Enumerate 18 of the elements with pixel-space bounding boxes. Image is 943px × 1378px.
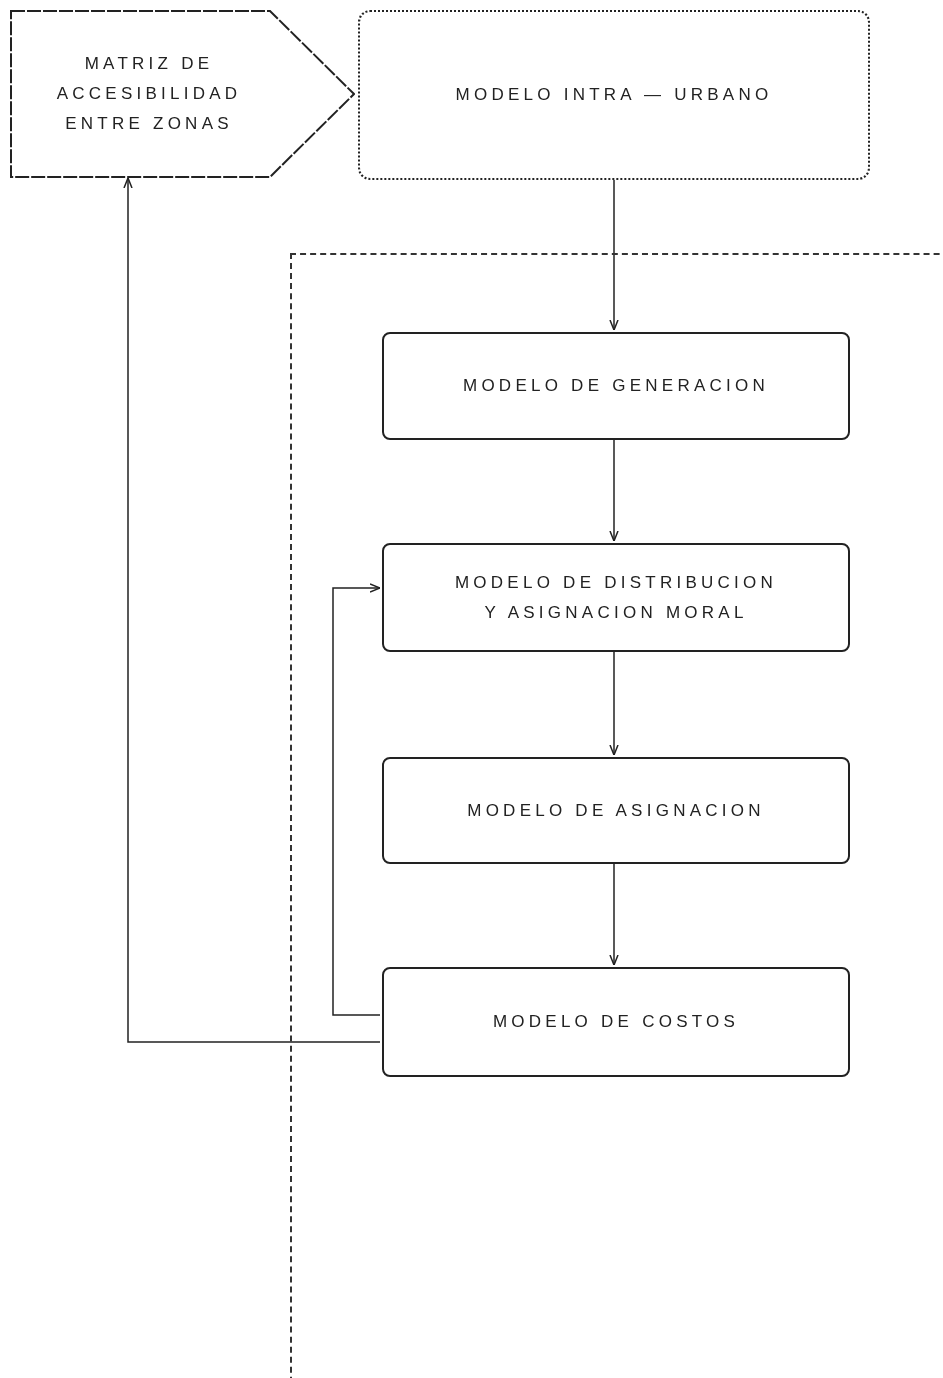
arrow xyxy=(609,437,619,542)
arrow xyxy=(609,861,619,966)
process-box xyxy=(382,757,850,864)
box-label: MODELO INTRA — URBANO xyxy=(454,84,774,107)
box-label: MODELO DE COSTOS xyxy=(491,1011,741,1034)
process-box xyxy=(382,332,850,440)
box-label: MODELO DE DISTRIBUCION Y ASIGNACION MORAL xyxy=(453,571,779,624)
process-box xyxy=(382,967,850,1077)
process-box xyxy=(358,10,870,180)
arrow xyxy=(609,649,619,756)
box-label: MATRIZ DE ACCESIBILIDAD ENTRE ZONAS xyxy=(55,53,243,135)
arrow xyxy=(332,583,381,1016)
arrow xyxy=(123,177,381,1043)
box-label: MODELO DE GENERACION xyxy=(461,375,770,398)
box-label: MODELO DE ASIGNACION xyxy=(466,799,766,822)
arrow xyxy=(609,179,619,331)
process-box xyxy=(382,543,850,652)
pentagon-arrow-box xyxy=(10,10,355,178)
